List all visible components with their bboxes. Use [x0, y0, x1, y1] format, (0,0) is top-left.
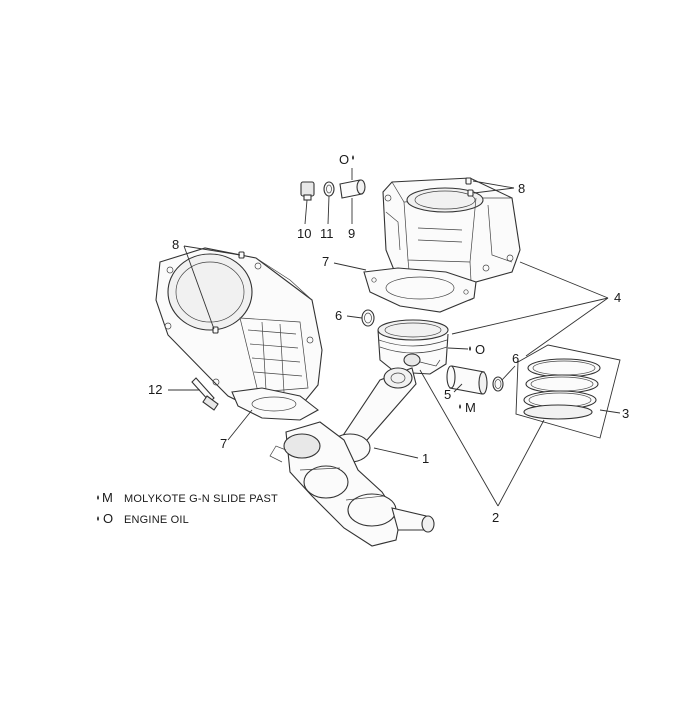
legend-symbol: M: [102, 490, 113, 505]
callout-4: 4: [614, 290, 621, 305]
oil-symbol-piston: O: [475, 342, 485, 357]
callout-6-right: 6: [512, 351, 519, 366]
oil-drop-icon: [97, 516, 99, 521]
callout-12: 12: [148, 382, 162, 397]
legend-label: ENGINE OIL: [124, 514, 189, 526]
lubricant-markers: O O M: [339, 152, 485, 415]
callout-7-upper: 7: [322, 254, 329, 269]
lower-base-gasket: [231, 387, 319, 421]
dowel-pins-left: [212, 251, 245, 334]
crankcase-gasket-plate: [155, 247, 323, 413]
crankshaft: [269, 421, 435, 547]
circlip-left: [361, 309, 375, 327]
plug-screw: [300, 181, 315, 201]
legend-row-molykote: M MOLYKOTE G-N SLIDE PAST: [97, 490, 278, 505]
piston-ring-set: [515, 344, 621, 439]
callout-11: 11: [320, 226, 334, 241]
legend-symbol: O: [103, 511, 113, 526]
piston: [377, 319, 449, 375]
oil-drop-icon: [469, 346, 471, 351]
oil-drop-icon: [97, 495, 99, 500]
oil-marker-piston: O: [469, 342, 485, 357]
sleeve: [339, 179, 366, 199]
callout-8-left: 8: [172, 237, 179, 252]
leader-lines: [168, 168, 621, 507]
callout-8-top: 8: [518, 181, 525, 196]
callout-5: 5: [444, 387, 451, 402]
moly-symbol-pin: M: [465, 400, 476, 415]
oil-drop-icon: [352, 155, 354, 160]
legend-row-engine-oil: O ENGINE OIL: [97, 511, 189, 526]
moly-marker-pin: M: [459, 400, 476, 415]
dowel-pins-top: [465, 177, 474, 197]
legend: M MOLYKOTE G-N SLIDE PAST O ENGINE OIL: [97, 490, 278, 526]
legend-label: MOLYKOTE G-N SLIDE PAST: [124, 493, 278, 505]
callout-7-lower: 7: [220, 436, 227, 451]
callout-10: 10: [297, 226, 311, 241]
cylinder-base-gasket: [363, 267, 477, 313]
oil-symbol-top: O: [339, 152, 349, 167]
bolt: [191, 377, 219, 411]
callout-3: 3: [622, 406, 629, 421]
piston-pin: [446, 365, 488, 395]
oil-drop-icon: [459, 404, 461, 409]
sealing-washer: [323, 181, 335, 197]
callout-2: 2: [492, 510, 499, 525]
callout-6-left: 6: [335, 308, 342, 323]
callout-1: 1: [422, 451, 429, 466]
oil-marker-top: O: [339, 152, 354, 167]
callout-labels: 8 8 10 11 9 7 4 6 6 5 3 12 7 1 2: [148, 181, 629, 525]
callout-9: 9: [348, 226, 355, 241]
circlip-right: [492, 376, 504, 392]
